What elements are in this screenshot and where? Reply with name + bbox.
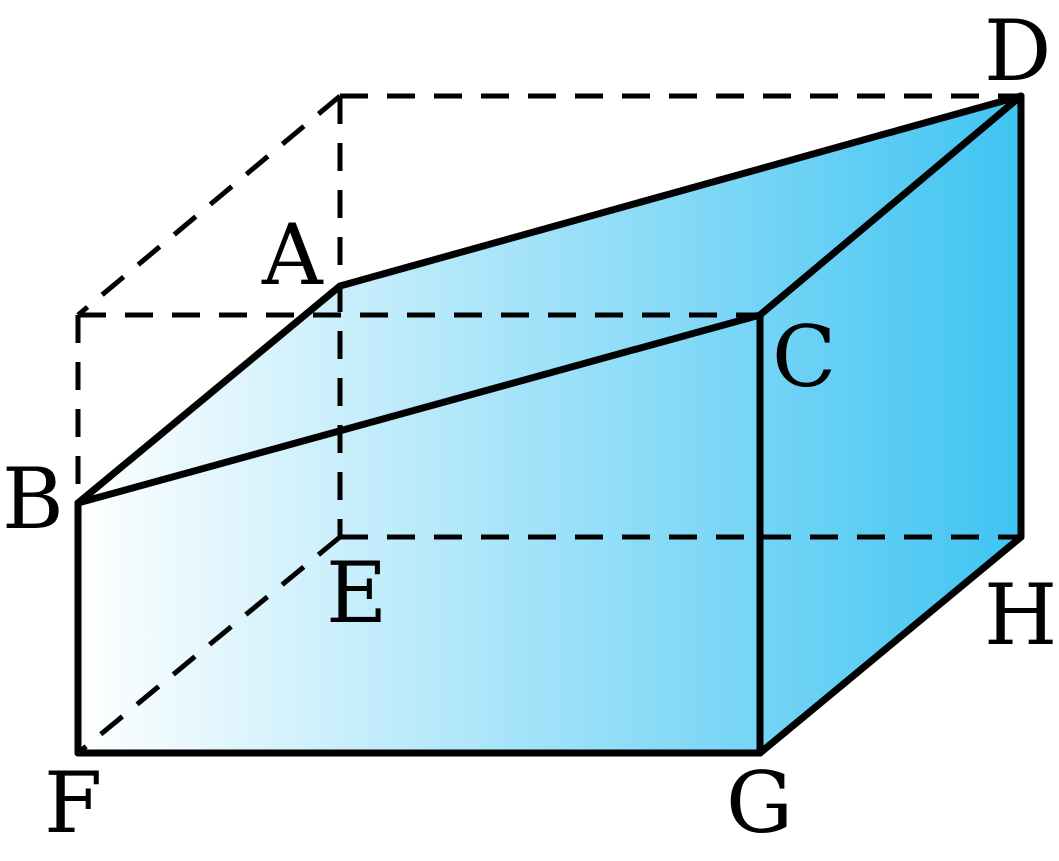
- edge-CD: [756, 92, 1025, 319]
- label-H: H: [984, 566, 1057, 664]
- label-G: G: [726, 754, 793, 852]
- edge-BC: [74, 311, 764, 507]
- label-F: F: [44, 754, 102, 852]
- dashed-edge-top-left: [76, 94, 342, 317]
- label-B: B: [2, 450, 64, 548]
- solid-fill: [78, 96, 1021, 753]
- label-A: A: [261, 206, 324, 304]
- dashed-edge-bottom-left: [76, 535, 342, 755]
- label-C: C: [772, 308, 836, 406]
- edge-AD: [336, 92, 1025, 290]
- edge-AB: [74, 282, 344, 507]
- hidden-edges: [75, 93, 1021, 755]
- label-E: E: [326, 544, 387, 642]
- edge-GH: [756, 533, 1025, 757]
- visible-edges: [74, 92, 1025, 757]
- label-D: D: [984, 2, 1051, 100]
